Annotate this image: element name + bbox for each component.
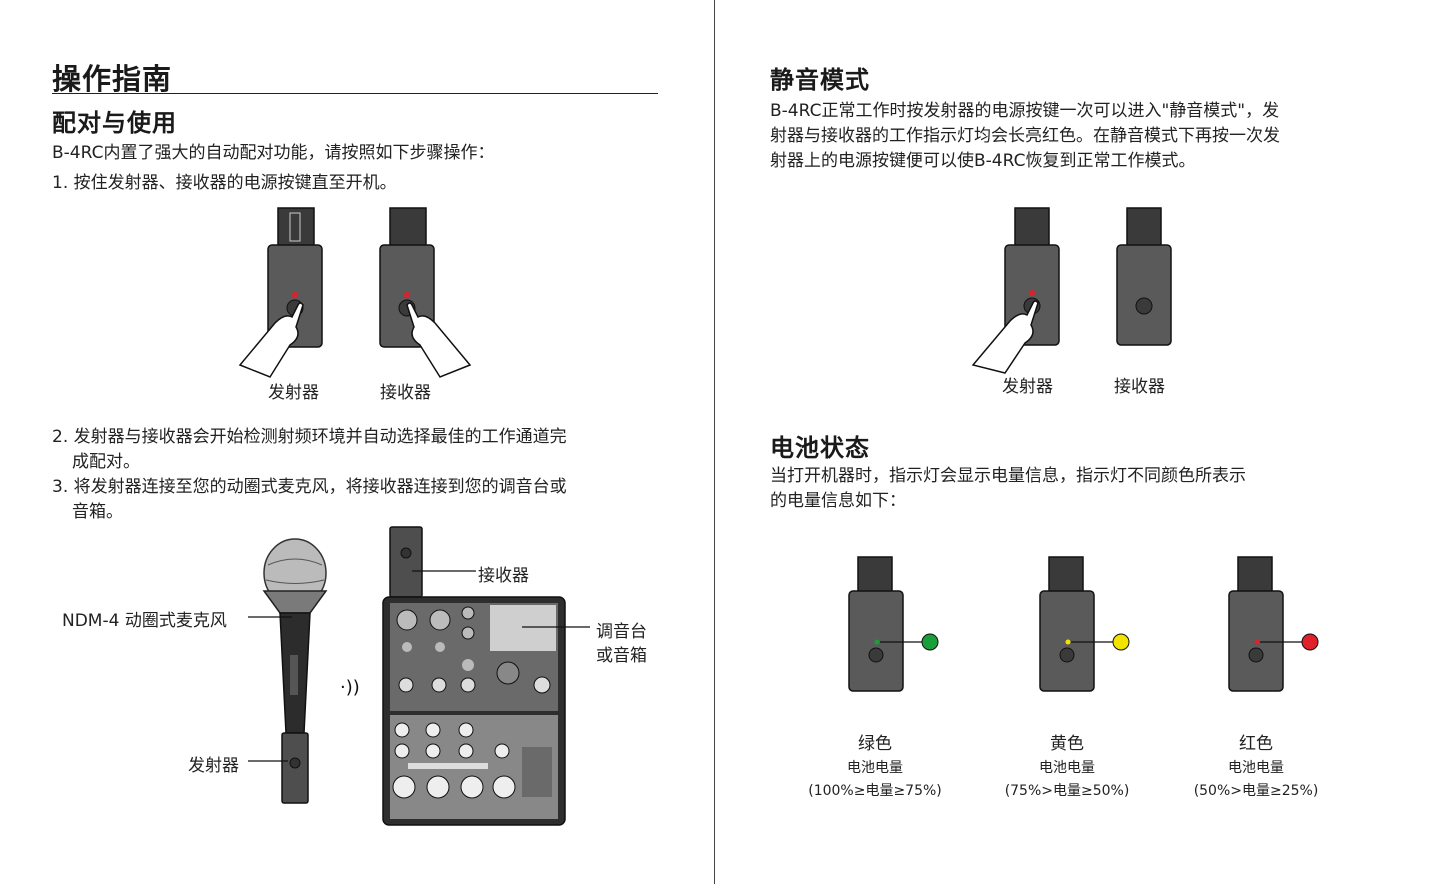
battery-device-green — [848, 556, 939, 692]
battery-state-green: 绿色 电池电量 (100%≥电量≥75%) — [795, 729, 955, 800]
page-divider — [714, 0, 715, 884]
title-rule — [52, 93, 658, 94]
svg-text:·)): ·)) — [340, 677, 360, 698]
battery-text-line1: 当打开机器时，指示灯会显示电量信息，指示灯不同颜色所表示 — [770, 466, 1246, 486]
section-title-pairing: 配对与使用 — [52, 109, 177, 137]
fig2-label-transmitter: 发射器 — [188, 756, 239, 776]
battery-label: 电池电量 — [1039, 760, 1095, 776]
battery-state-red: 红色 电池电量 (50%>电量≥25%) — [1176, 729, 1336, 800]
mute-text-line3: 射器上的电源按键便可以使B-4RC恢复到正常工作模式。 — [770, 151, 1196, 171]
fig2-label-mixer-1: 调音台 — [596, 622, 647, 642]
page-title: 操作指南 — [52, 62, 173, 96]
battery-state-yellow: 黄色 电池电量 (75%>电量≥50%) — [987, 729, 1147, 800]
battery-range: (50%>电量≥25%) — [1193, 783, 1319, 799]
battery-device-red — [1228, 556, 1319, 692]
step-3-line2: 音箱。 — [72, 502, 123, 522]
battery-color-name: 黄色 — [1050, 734, 1084, 754]
fig2-label-receiver: 接收器 — [478, 566, 529, 586]
mixer-illustration — [382, 596, 566, 826]
fig2-label-mixer-2: 或音箱 — [596, 646, 647, 666]
mute-text-line2: 射器与接收器的工作指示灯均会长亮红色。在静音模式下再按一次发 — [770, 126, 1280, 146]
connection-figure: ·)) — [248, 526, 590, 826]
mute-text-line1: B-4RC正常工作时按发射器的电源按键一次可以进入"静音模式"，发 — [770, 101, 1280, 121]
battery-range: (100%≥电量≥75%) — [808, 783, 942, 799]
battery-label: 电池电量 — [847, 760, 903, 776]
pairing-intro: B-4RC内置了强大的自动配对功能，请按照如下步骤操作： — [52, 143, 495, 163]
battery-text-line2: 的电量信息如下： — [770, 491, 906, 511]
mute-receiver-device — [1116, 207, 1172, 346]
mute-label-receiver: 接收器 — [1114, 377, 1165, 397]
pairing-figure — [238, 207, 472, 378]
battery-label: 电池电量 — [1228, 760, 1284, 776]
battery-color-name: 绿色 — [858, 734, 892, 754]
mute-figure — [971, 207, 1172, 374]
step-2-line2: 成配对。 — [72, 452, 140, 472]
section-title-battery: 电池状态 — [770, 434, 870, 462]
step-3-line1: 3. 将发射器连接至您的动圈式麦克风，将接收器连接到您的调音台或 — [52, 477, 567, 497]
fig1-label-transmitter: 发射器 — [268, 383, 319, 403]
step-2-line1: 2. 发射器与接收器会开始检测射频环境并自动选择最佳的工作通道完 — [52, 427, 567, 447]
battery-range: (75%>电量≥50%) — [1004, 783, 1130, 799]
step-1: 1. 按住发射器、接收器的电源按键直至开机。 — [52, 173, 397, 193]
microphone-illustration — [262, 538, 328, 804]
hand-left — [238, 302, 304, 378]
fig2-label-microphone: NDM-4 动圈式麦克风 — [62, 611, 227, 631]
mute-label-transmitter: 发射器 — [1002, 377, 1053, 397]
battery-device-yellow — [1039, 556, 1130, 692]
section-title-mute: 静音模式 — [770, 66, 870, 94]
hand-right — [406, 302, 472, 378]
battery-color-name: 红色 — [1239, 734, 1273, 754]
fig1-label-receiver: 接收器 — [380, 383, 431, 403]
receiver-on-mixer — [389, 526, 423, 598]
mute-hand — [971, 300, 1039, 374]
